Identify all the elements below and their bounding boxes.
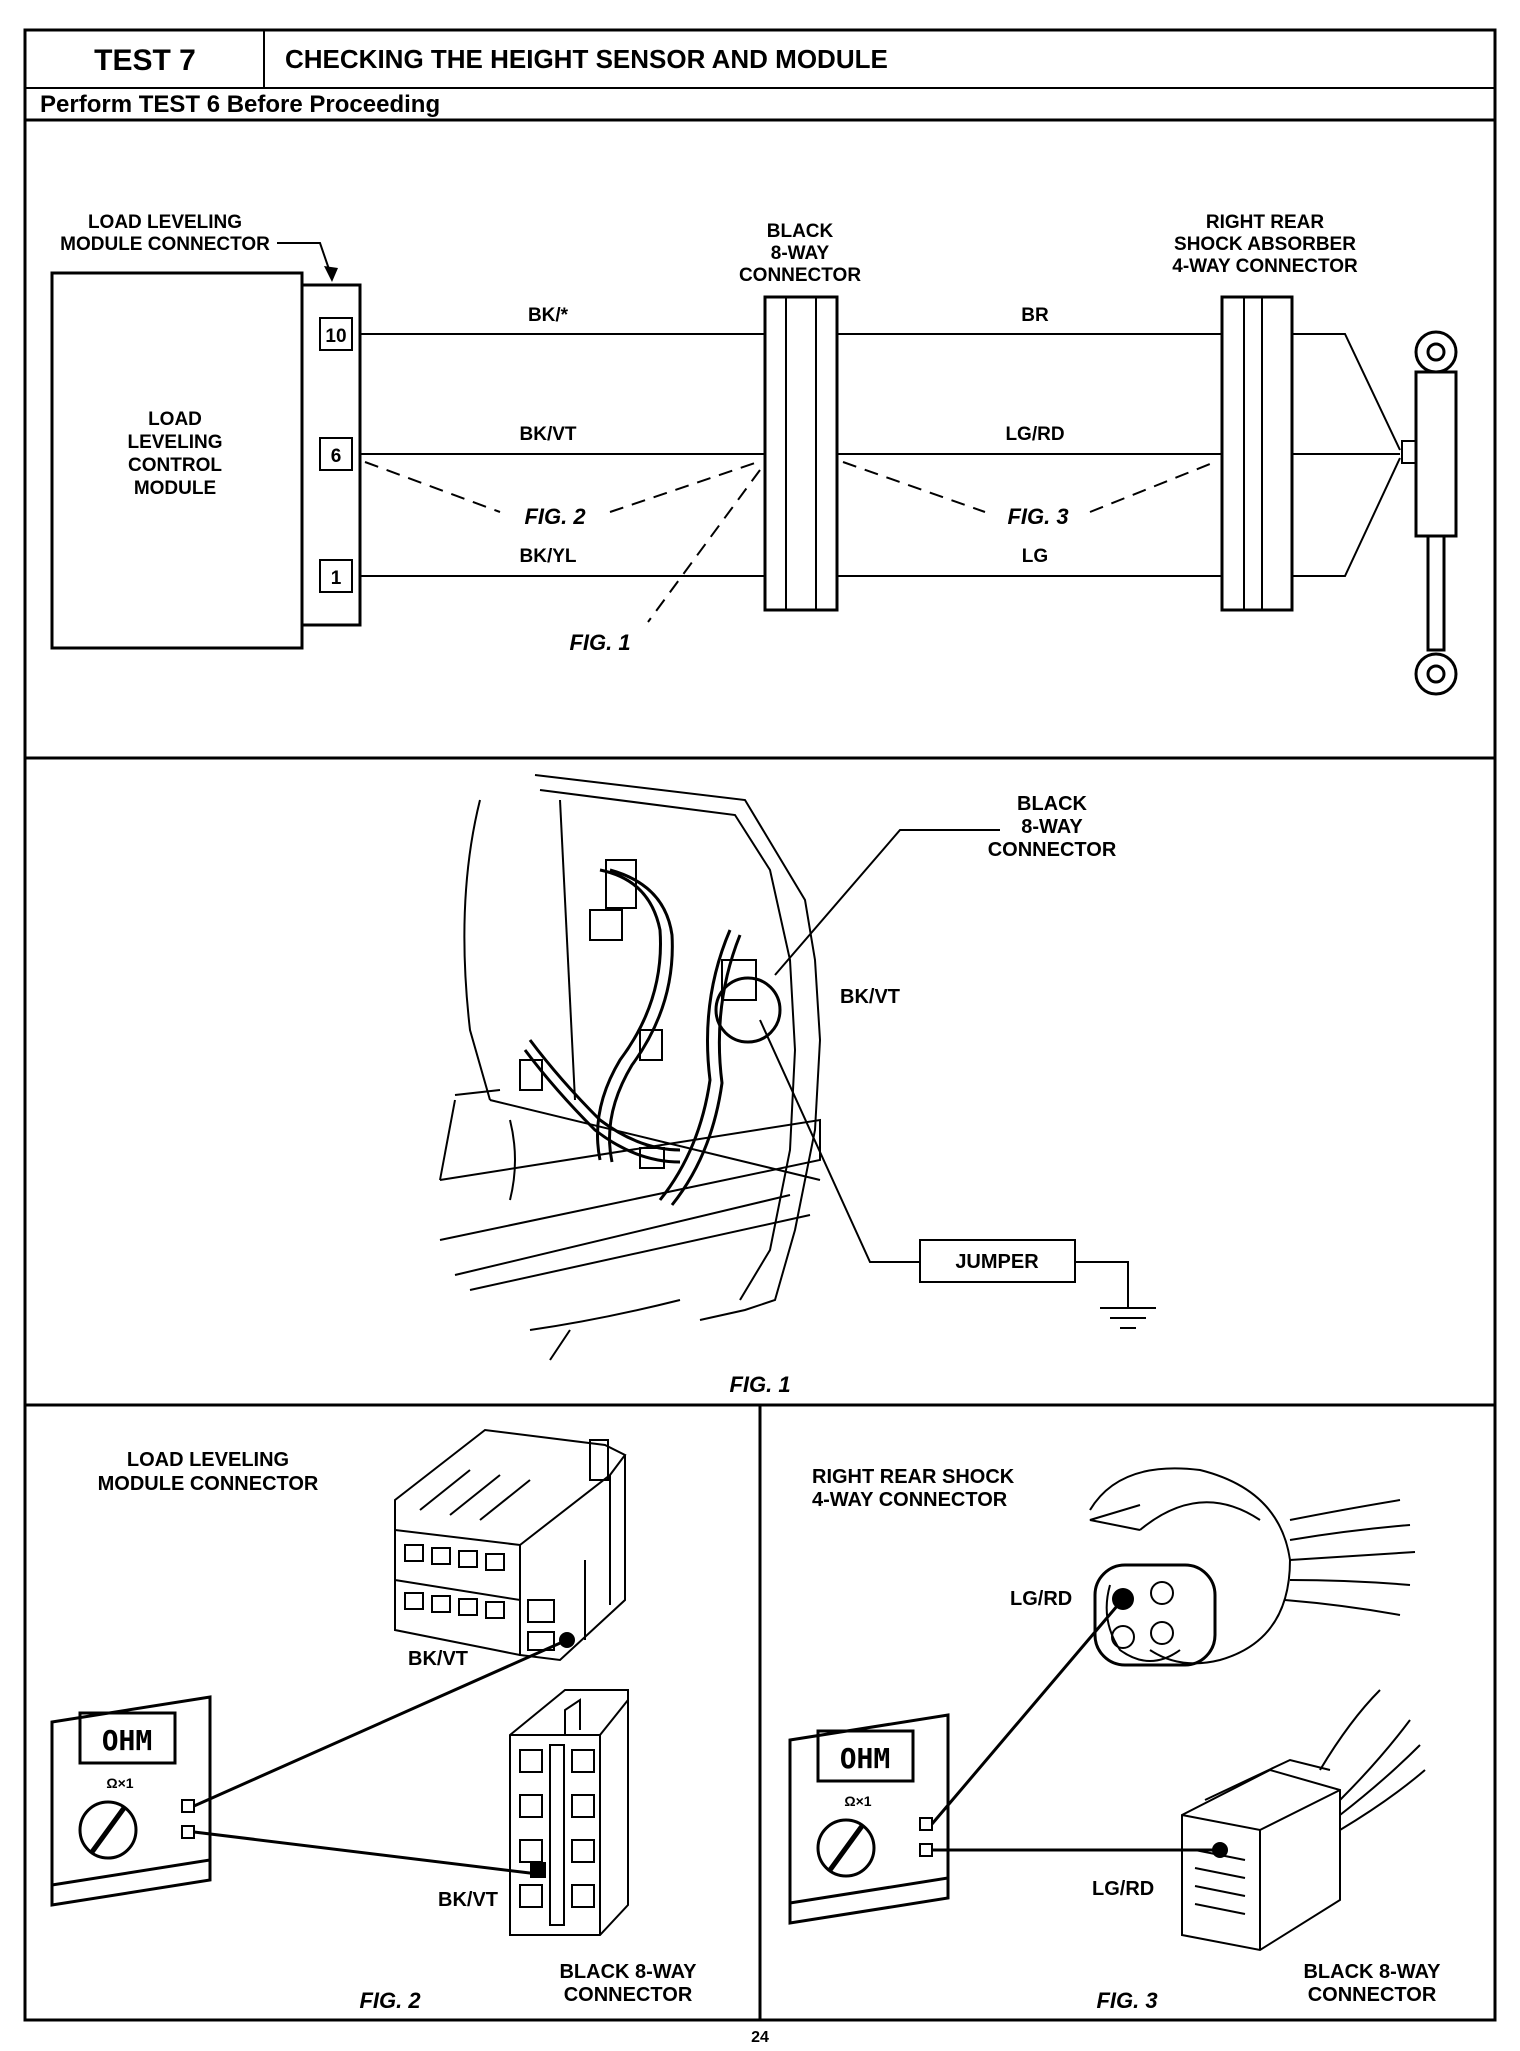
wire-label-bk-star: BK/*	[528, 305, 569, 326]
page-frame	[23, 28, 1497, 2022]
wire-label-lg-rd: LG/RD	[1005, 424, 1064, 445]
black-8-way-connector-drawing-fig3	[1181, 1689, 1426, 1952]
fig1-caption: FIG. 1	[729, 1372, 790, 1397]
black-8-way-connector-drawing-fig2	[509, 1689, 629, 1936]
fig3-black-connector-label-line2: CONNECTOR	[1308, 1984, 1437, 2006]
module-connector-label-line1: LOAD LEVELING	[88, 212, 242, 233]
ohmmeter-fig2: OHM Ω×1	[50, 1695, 212, 1907]
fig1-connector-leader	[774, 829, 1000, 976]
fig2-black-connector-label-line1: BLACK 8-WAY	[559, 1961, 697, 1983]
black-connector-label-line2: 8-WAY	[771, 243, 830, 264]
fig3-wire-label-bottom: LG/RD	[1092, 1878, 1154, 1900]
shock-connector-label-line2: SHOCK ABSORBER	[1174, 234, 1356, 255]
wire-label-bk-vt: BK/VT	[520, 424, 577, 445]
wiring-schematic: LOAD LEVELING MODULE CONNECTOR LOAD LEVE…	[50, 212, 1458, 696]
fig3-illustration: RIGHT REAR SHOCK 4-WAY CONNECTOR LG/RD O	[788, 1466, 1441, 2013]
fig1-connector-label-line1: BLACK	[1017, 793, 1088, 815]
fig2-wire-label-top: BK/VT	[408, 1648, 468, 1670]
module-label-line2: LEVELING	[127, 432, 222, 453]
fig2-caption: FIG. 2	[359, 1988, 421, 2013]
test-subtitle: Perform TEST 6 Before Proceeding	[40, 91, 440, 118]
jumper-label: JUMPER	[955, 1251, 1039, 1273]
fig1-connector-label-line2: 8-WAY	[1021, 816, 1083, 838]
fig2-connector-label-line1: LOAD LEVELING	[127, 1449, 289, 1471]
jumper-wire	[759, 1019, 920, 1263]
pin-6: 6	[331, 446, 342, 467]
black-connector-label-line1: BLACK	[767, 221, 834, 242]
pin-1: 1	[331, 568, 342, 589]
fig2-meter-range: Ω×1	[106, 1775, 133, 1791]
fig2-connector-label-line2: MODULE CONNECTOR	[98, 1473, 319, 1495]
wire-label-br: BR	[1021, 305, 1049, 326]
pin-10: 10	[325, 326, 346, 347]
fig2-wire-label-bottom: BK/VT	[438, 1889, 498, 1911]
fig-ref-2: FIG. 2	[524, 504, 586, 529]
wire-label-lg: LG	[1022, 546, 1048, 567]
fig2-probe-lead-top	[193, 1638, 568, 1808]
module-connector-label-line2: MODULE CONNECTOR	[60, 234, 270, 255]
black-connector-label-line3: CONNECTOR	[739, 265, 861, 286]
fig3-meter-dial-icon	[816, 1818, 876, 1878]
black-8-way-connector-symbol	[763, 295, 839, 612]
fig-ref-3: FIG. 3	[1007, 504, 1068, 529]
fig3-probe-lead-top	[930, 1598, 1125, 1825]
page-number: 24	[751, 2029, 769, 2046]
fig-ref-1: FIG. 1	[569, 630, 630, 655]
wire-label-bk-yl: BK/YL	[520, 546, 577, 567]
fig3-connector-label-line2: 4-WAY CONNECTOR	[812, 1489, 1008, 1511]
black-8-way-connector-callout-circle	[714, 976, 782, 1044]
fig3-black-connector-label-line1: BLACK 8-WAY	[1303, 1961, 1441, 1983]
fig3-meter-display: OHM	[840, 1742, 891, 1775]
shock-4-way-connector-symbol	[1220, 295, 1294, 612]
module-connector-leader-arrow	[277, 242, 333, 279]
fig2-probe-lead-bottom	[193, 1830, 539, 1876]
module-label-line3: CONTROL	[128, 455, 222, 476]
shock-absorber-icon	[1401, 330, 1458, 696]
fig1-illustration: BLACK 8-WAY CONNECTOR BK/VT JUMPER FIG. …	[439, 774, 1156, 1397]
module-label-line1: LOAD	[148, 409, 202, 430]
test-title: CHECKING THE HEIGHT SENSOR AND MODULE	[285, 44, 888, 74]
module-connector-drawing	[394, 1428, 627, 1662]
shock-4-way-connector-drawing	[1089, 1467, 1416, 1667]
fig2-illustration: LOAD LEVELING MODULE CONNECTOR	[50, 1428, 697, 2013]
fig1-wire-label: BK/VT	[840, 986, 900, 1008]
fig2-meter-dial-icon	[78, 1800, 138, 1860]
fig1-connector-label-line3: CONNECTOR	[988, 839, 1117, 861]
ohmmeter-fig3: OHM Ω×1	[788, 1713, 950, 1925]
module-label-line4: MODULE	[134, 478, 216, 499]
fig3-caption: FIG. 3	[1096, 1988, 1157, 2013]
ground-symbol-icon	[1100, 1307, 1156, 1329]
fig3-connector-label-line1: RIGHT REAR SHOCK	[812, 1466, 1015, 1488]
shock-connector-label-line3: 4-WAY CONNECTOR	[1172, 256, 1358, 277]
fig-reference-lines	[364, 461, 1216, 623]
shock-connector-label-line1: RIGHT REAR	[1206, 212, 1325, 233]
fig3-meter-range: Ω×1	[844, 1793, 871, 1809]
fig2-meter-display: OHM	[102, 1724, 153, 1757]
fig2-black-connector-label-line2: CONNECTOR	[564, 1984, 693, 2006]
fig3-wire-label-top: LG/RD	[1010, 1588, 1072, 1610]
test-number-label: TEST 7	[94, 44, 196, 77]
